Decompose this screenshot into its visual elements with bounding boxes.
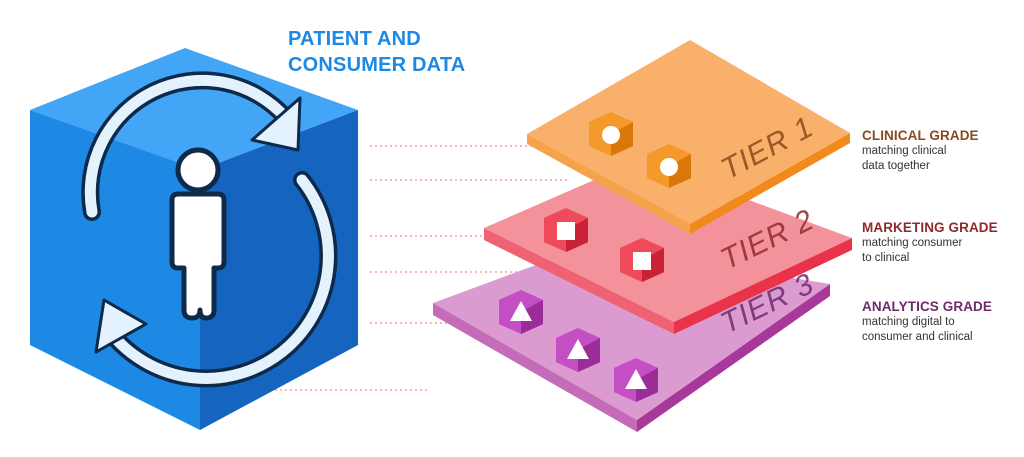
tier-1-plate: TIER 1: [527, 40, 850, 234]
plate-front-left-edge: [433, 303, 637, 432]
tier-marker-square-icon: [620, 238, 664, 282]
tier-marker-circle-icon: [589, 112, 633, 156]
person-head: [175, 147, 221, 193]
tier-1-grade-desc-line-1: matching clinical: [862, 145, 947, 157]
tier-marker-triangle-icon: [614, 358, 658, 402]
plate-top-face: [484, 160, 852, 322]
diagram-title-line-1: PATIENT AND: [288, 28, 421, 50]
plate-front-right-edge: [637, 284, 830, 432]
person-icon: [169, 147, 227, 321]
cycle-arrowhead-top: [250, 96, 302, 152]
tier-2-grade-desc-line-1: matching consumer: [862, 237, 963, 249]
tier-2-plate: TIER 2: [484, 160, 852, 334]
sync-arrows-icon: [81, 71, 338, 388]
tier-marker-triangle-icon: [499, 290, 543, 334]
tier-1-grade-desc-line-2: data together: [862, 159, 930, 172]
cube-left-face: [30, 110, 200, 430]
person-body: [169, 191, 227, 321]
tier-2-grade-name: MARKETING GRADE: [862, 220, 998, 235]
tier-3-legend: ANALYTICS GRADE matching digital to cons…: [862, 299, 1022, 344]
plate-top-face: [527, 40, 850, 224]
tier-marker-triangle-icon: [556, 328, 600, 372]
tier-3-grade-desc-line-2: consumer and clinical: [862, 330, 973, 343]
tier-marker-square-icon: [544, 208, 588, 252]
tier-1-legend: CLINICAL GRADE matching clinical data to…: [862, 128, 1022, 173]
tier-marker-circle-icon: [647, 144, 691, 188]
tier-1-grade-name: CLINICAL GRADE: [862, 128, 979, 143]
plate-front-right-edge: [690, 133, 850, 234]
plate-front-left-edge: [484, 228, 674, 334]
tier-2-grade-desc-line-2: to clinical: [862, 251, 910, 264]
plate-front-left-edge: [527, 134, 690, 234]
data-cube-icon: [30, 48, 358, 430]
cycle-arrowhead-bottom: [94, 298, 148, 354]
connector-lines: [250, 145, 650, 391]
tier-2-legend: MARKETING GRADE matching consumer to cli…: [862, 220, 1022, 265]
tier-3-grade-name: ANALYTICS GRADE: [862, 299, 993, 314]
plate-front-right-edge: [674, 238, 852, 334]
tier-3-grade-desc-line-1: matching digital to: [862, 316, 955, 328]
diagram-title-line-2: CONSUMER DATA: [288, 54, 466, 76]
